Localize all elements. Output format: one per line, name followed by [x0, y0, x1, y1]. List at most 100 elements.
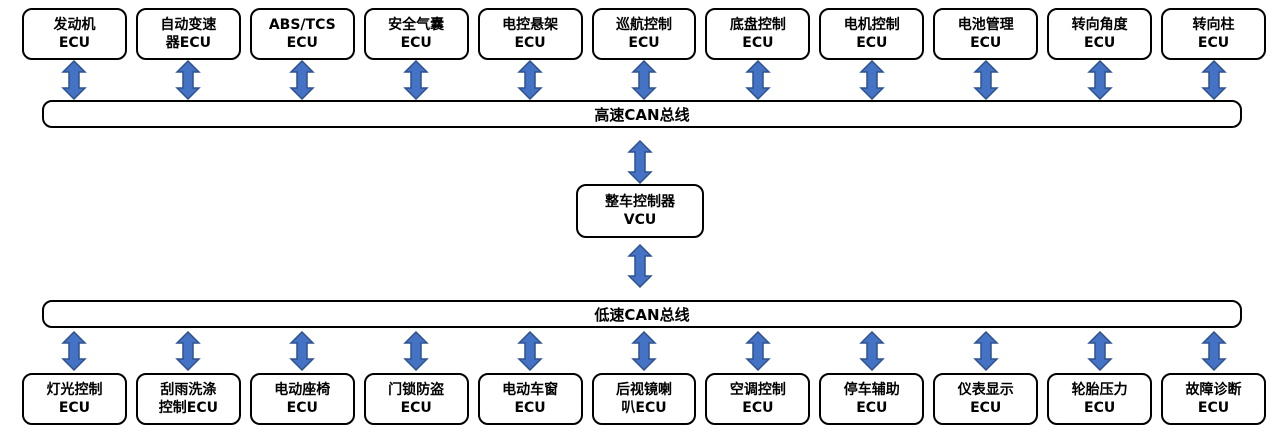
high-speed-ecu-box-9-line2: ECU [970, 35, 1002, 51]
double-arrow-icon [972, 60, 999, 100]
low-speed-ecu-box-9-line1: 仪表显示 [957, 381, 1014, 398]
high-speed-ecu-box-1-line2: ECU [58, 35, 91, 51]
low-speed-arrow-row [0, 331, 1280, 371]
high-speed-ecu-box-10-line1: 转向角度 [1071, 16, 1128, 33]
high-speed-ecu-cell-10: 转向角度 ECU [1047, 8, 1153, 60]
high-speed-ecu-box-1-line1: 发动机 [53, 16, 96, 33]
high-speed-arrow-row [0, 60, 1280, 100]
vcu-label-line2: VCU [623, 212, 657, 228]
low-speed-ecu-box-9-line2: ECU [970, 400, 1002, 416]
high-speed-ecu-arrow-cell-2 [136, 60, 241, 100]
low-speed-ecu-cell-4: 门锁防盗 ECU [363, 373, 469, 425]
high-speed-ecu-arrow-cell-8 [819, 60, 924, 100]
high-speed-ecu-box-11-line2: ECU [1197, 35, 1230, 51]
low-speed-ecu-box-6-line2: 叭ECU [621, 400, 667, 416]
high-speed-ecu-cell-11: 转向柱 ECU [1161, 8, 1266, 60]
vcu-top-arrow-slot [627, 139, 653, 185]
high-speed-ecu-arrow-cell-9 [933, 60, 1038, 100]
low-speed-ecu-box-4-line2: ECU [400, 400, 432, 416]
high-speed-ecu-box-10-line2: ECU [1084, 35, 1116, 51]
high-speed-can-bus-bar: 高速CAN总线 [42, 100, 1242, 128]
low-speed-ecu-box-5: 电动车窗 ECU [477, 373, 583, 425]
double-arrow-icon [858, 60, 885, 100]
double-arrow-icon [175, 60, 202, 100]
low-speed-ecu-arrow-cell-10 [1047, 331, 1152, 371]
high-speed-ecu-arrow-cell-11 [1161, 60, 1266, 100]
low-speed-ecu-arrow-cell-4 [364, 331, 469, 371]
vcu-label-line1: 整车控制器 [605, 193, 675, 210]
low-speed-ecu-box-8: 停车辅助 ECU [819, 373, 925, 425]
high-speed-ecu-box-10: 转向角度 ECU [1047, 8, 1153, 60]
double-arrow-icon [858, 331, 885, 371]
high-speed-ecu-box-6-line2: ECU [628, 35, 660, 51]
low-speed-ecu-box-7-line1: 空调控制 [729, 381, 786, 398]
high-speed-ecu-box-11: 转向柱 ECU [1161, 8, 1266, 60]
low-speed-ecu-cell-6: 后视镜喇叭ECU [591, 373, 697, 425]
low-speed-ecu-box-3-line2: ECU [286, 400, 318, 416]
high-speed-ecu-cell-1: 发动机 ECU [22, 8, 127, 60]
low-speed-ecu-box-8-line1: 停车辅助 [843, 381, 900, 398]
high-speed-ecu-arrow-cell-4 [364, 60, 469, 100]
low-speed-ecu-box-11-line2: ECU [1197, 400, 1230, 416]
low-speed-ecu-cell-10: 轮胎压力 ECU [1047, 373, 1153, 425]
double-arrow-icon [517, 331, 543, 371]
low-speed-ecu-cell-2: 刮雨洗涤控制ECU [135, 373, 241, 425]
high-speed-ecu-arrow-cell-7 [705, 60, 810, 100]
low-speed-ecu-cell-5: 电动车窗 ECU [477, 373, 583, 425]
low-speed-ecu-box-10-line1: 轮胎压力 [1071, 381, 1128, 398]
low-speed-ecu-box-11: 故障诊断 ECU [1161, 373, 1266, 425]
low-speed-ecu-box-11-line1: 故障诊断 [1185, 381, 1242, 398]
low-speed-ecu-box-8-line2: ECU [856, 400, 888, 416]
high-speed-ecu-box-3-line1: ABS/TCS [268, 16, 336, 33]
low-speed-ecu-box-2-line2: 控制ECU [158, 400, 218, 416]
high-speed-ecu-box-6: 巡航控制 ECU [591, 8, 697, 60]
high-speed-ecu-cell-3: ABS/TCS ECU [249, 8, 355, 60]
double-arrow-icon [1200, 331, 1227, 371]
low-speed-ecu-cell-9: 仪表显示 ECU [933, 373, 1039, 425]
double-arrow-icon [403, 331, 429, 371]
low-speed-ecu-box-6-line1: 后视镜喇 [615, 381, 672, 398]
low-speed-ecu-box-5-line1: 电动车窗 [502, 381, 559, 398]
high-speed-ecu-box-6-line1: 巡航控制 [615, 16, 672, 33]
low-speed-ecu-box-4-line1: 门锁防盗 [388, 381, 445, 398]
high-speed-ecu-box-11-line1: 转向柱 [1192, 16, 1235, 33]
low-speed-ecu-arrow-cell-8 [819, 331, 924, 371]
low-speed-can-bus-bar: 低速CAN总线 [42, 300, 1242, 328]
double-arrow-icon [631, 60, 657, 100]
double-arrow-icon [631, 331, 657, 371]
high-speed-ecu-box-5-line2: ECU [514, 35, 546, 51]
high-speed-ecu-box-1: 发动机 ECU [22, 8, 127, 60]
high-speed-ecu-cell-2: 自动变速器ECU [135, 8, 241, 60]
high-speed-ecu-box-4-line2: ECU [400, 35, 432, 51]
double-arrow-icon [1086, 60, 1113, 100]
low-speed-ecu-box-5-line2: ECU [514, 400, 546, 416]
high-speed-ecu-arrow-cell-1 [22, 60, 127, 100]
low-speed-ecu-cell-11: 故障诊断 ECU [1161, 373, 1266, 425]
high-speed-ecu-box-4-line1: 安全气囊 [388, 16, 445, 33]
double-arrow-icon [972, 331, 999, 371]
high-speed-ecu-box-8-line1: 电机控制 [843, 16, 900, 33]
double-arrow-icon [627, 243, 653, 289]
high-speed-ecu-arrow-cell-5 [478, 60, 583, 100]
high-speed-ecu-box-3-line2: ECU [286, 35, 318, 51]
double-arrow-icon [1200, 60, 1227, 100]
low-speed-ecu-arrow-cell-7 [705, 331, 810, 371]
double-arrow-icon [61, 60, 88, 100]
double-arrow-icon [403, 60, 429, 100]
vcu-section: 整车控制器 VCU [0, 128, 1280, 289]
low-speed-ecu-box-10-line2: ECU [1084, 400, 1116, 416]
low-speed-ecu-arrow-cell-6 [592, 331, 697, 371]
